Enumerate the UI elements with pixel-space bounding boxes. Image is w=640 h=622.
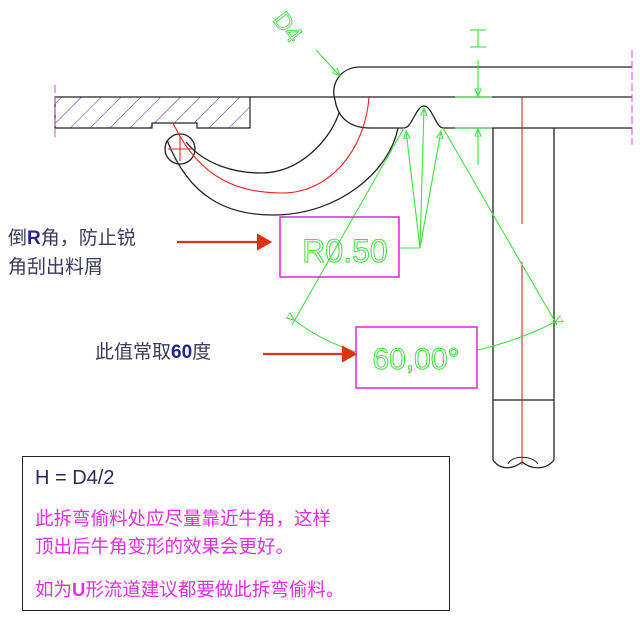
- hook-outer: [166, 127, 399, 216]
- hook-inner: [185, 112, 340, 174]
- small-circle: [164, 133, 196, 165]
- angle-note: 此值常取60度: [95, 341, 212, 363]
- center-lines: [168, 96, 523, 465]
- note-line2: 顶出后牛角变形的效果会更好。: [35, 537, 295, 558]
- note-line3: 如为U形流道建议都要做此拆弯偷料。: [35, 579, 345, 601]
- note-box: H = D4/2 此拆弯偷料处应尽量靠近牛角，这样 顶出后牛角变形的效果会更好。…: [22, 456, 450, 611]
- dimension-lines: [292, 29, 557, 353]
- radius-box: [279, 216, 400, 278]
- note-line1: 此拆弯偷料处应尽量靠近牛角，这样: [35, 509, 332, 530]
- break-lines: [54, 50, 633, 145]
- angle-value: 60,00°: [372, 343, 459, 376]
- chamfer-note-line2: 角刮出料屑: [8, 256, 104, 278]
- pipe: [492, 128, 555, 469]
- chamfer-note-line1: 倒R角，防止锐: [8, 227, 136, 249]
- formula: H = D4/2: [35, 467, 115, 489]
- hatched-plate: [54, 96, 251, 129]
- d4-label: D4: [267, 7, 307, 48]
- radius-value: R0.50: [302, 233, 387, 269]
